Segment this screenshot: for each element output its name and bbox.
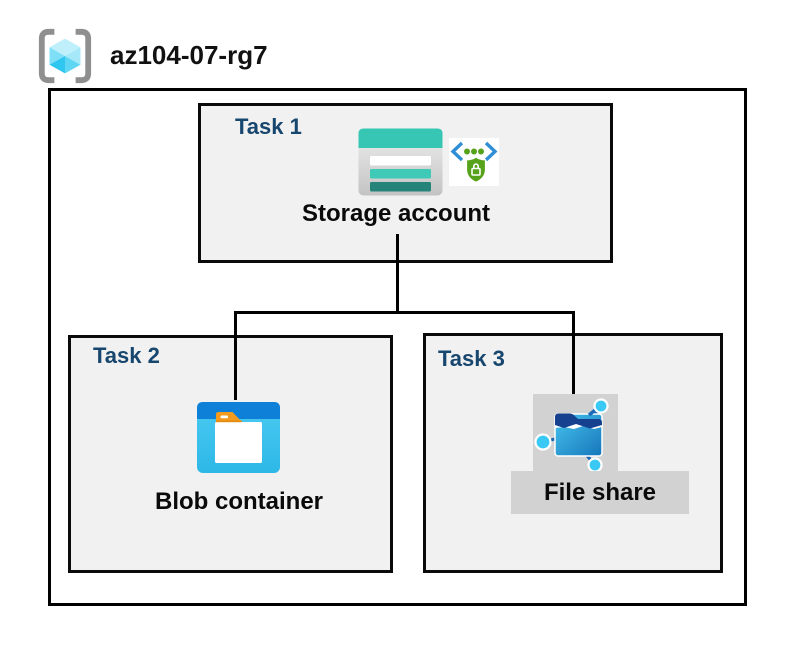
resource-group-boundary [48,88,747,606]
connector-storage-stem [396,234,399,314]
task2-label: Task 2 [93,343,160,368]
task1-box: Task 1 [198,103,613,263]
blob-container-icon [196,401,281,474]
resource-group-name: az104-07-rg7 [110,40,268,70]
connector-to-blob-container [234,311,237,400]
task1-label: Task 1 [235,114,302,139]
storage-account-label: Storage account [301,200,491,227]
task3-label: Task 3 [438,346,505,371]
connector-horizontal [234,311,575,314]
blob-container-label: Blob container [154,488,324,515]
file-share-label-band: File share [511,471,689,514]
resource-group-icon [36,24,94,88]
file-share-icon [533,394,618,473]
connector-to-file-share [572,311,575,394]
file-share-label: File share [543,478,657,506]
task2-box: Task 2 Blob container [68,335,393,573]
task3-box: Task 3 [423,333,723,573]
shared-access-signature-icon [449,138,499,186]
storage-account-icon [358,128,443,196]
file-share-highlight [533,394,618,473]
